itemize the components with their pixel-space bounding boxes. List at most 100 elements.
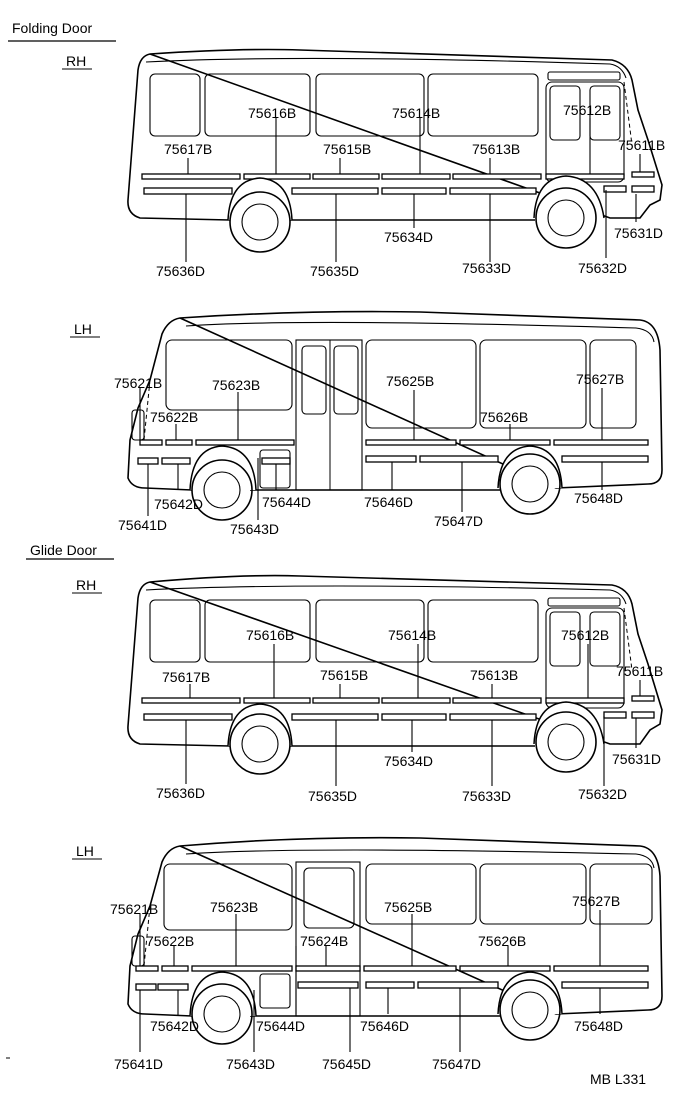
moulding-strip <box>141 697 241 704</box>
part-label: 75634D <box>384 229 433 245</box>
wheel-arch <box>497 971 563 1015</box>
part-label: 75648D <box>574 490 623 506</box>
protector-strip <box>365 455 417 463</box>
moulding-strip <box>165 439 193 446</box>
part-label: 75633D <box>462 260 511 276</box>
part-label: 75641D <box>114 1056 163 1072</box>
moulding-strip <box>452 697 542 704</box>
window <box>204 73 311 137</box>
protector-strip <box>261 457 291 465</box>
window <box>165 339 293 411</box>
door-window <box>333 345 359 415</box>
part-label: 75632D <box>578 260 627 276</box>
front-pillar <box>623 607 633 671</box>
front-pillar <box>143 379 151 441</box>
section-title-glide-door: Glide Door <box>30 542 97 558</box>
protector-strip <box>137 457 159 465</box>
window <box>479 863 587 925</box>
wheel <box>535 187 597 249</box>
protector-strip <box>291 713 379 721</box>
part-label: 75627B <box>572 893 620 909</box>
moulding-strip <box>545 173 625 180</box>
moulding-strip <box>141 173 241 180</box>
wheel <box>499 979 561 1041</box>
protector-strip <box>381 187 447 195</box>
part-label: 75624B <box>300 933 348 949</box>
moulding-strip <box>452 173 542 180</box>
part-label: 75623B <box>210 899 258 915</box>
part-label: 75614B <box>388 627 436 643</box>
protector-strip <box>449 713 537 721</box>
wheel <box>191 459 253 521</box>
view-glide-door-rh: RH <box>72 574 663 804</box>
moulding-strip <box>459 965 551 972</box>
part-label: 75636D <box>156 785 205 801</box>
part-label: 75626B <box>480 409 528 425</box>
window <box>149 599 201 663</box>
part-label: 75631D <box>612 751 661 767</box>
moulding-strip <box>243 697 311 704</box>
door-window <box>589 85 621 141</box>
part-label: 75613B <box>472 141 520 157</box>
front-pillar <box>143 905 151 967</box>
door-frame <box>545 607 625 709</box>
part-label: 75617B <box>164 141 212 157</box>
wheel-hub <box>547 723 585 761</box>
part-label: 75612B <box>563 102 611 118</box>
protector-strip <box>143 713 233 721</box>
view-glide-door-lh: LH <box>72 836 663 1072</box>
part-label: 75633D <box>462 788 511 804</box>
part-label: 75646D <box>360 1018 409 1034</box>
part-label: 75643D <box>230 521 279 537</box>
moulding-strip <box>243 173 311 180</box>
part-label: 75635D <box>310 263 359 279</box>
wheel-arch <box>533 701 605 745</box>
moulding-strip <box>191 965 293 972</box>
protector-strip <box>135 983 157 991</box>
window <box>365 863 477 925</box>
window <box>204 599 311 663</box>
part-label: 75625B <box>386 373 434 389</box>
roof-line <box>185 849 655 869</box>
part-label: 75623B <box>212 377 260 393</box>
part-label: 75634D <box>384 753 433 769</box>
window <box>427 73 539 137</box>
part-label: 75642D <box>150 1018 199 1034</box>
window <box>315 599 425 663</box>
wheel <box>229 191 291 253</box>
wheel <box>499 453 561 515</box>
moulding-strip <box>161 965 189 972</box>
part-label: 75622B <box>146 933 194 949</box>
step-box <box>259 973 291 1009</box>
window <box>589 339 637 429</box>
part-label: 75622B <box>150 409 198 425</box>
side-label-rh: RH <box>66 53 86 69</box>
wheel-hub <box>241 725 279 763</box>
part-label: 75616B <box>248 105 296 121</box>
moulding-strip <box>553 965 649 972</box>
protector-strip <box>365 981 415 989</box>
protector-strip <box>143 187 233 195</box>
door-window <box>301 345 327 415</box>
wheel-arch <box>227 177 293 221</box>
roof-line <box>145 57 627 79</box>
part-label: 75611B <box>616 663 663 679</box>
protector-strip <box>603 711 627 719</box>
view-folding-door-rh: RH <box>62 48 665 279</box>
diagram-code: MB L331 <box>590 1071 646 1087</box>
part-label: 75615B <box>323 141 371 157</box>
part-label: 75644D <box>262 494 311 510</box>
roof-line <box>145 585 627 605</box>
window <box>365 339 477 429</box>
moulding-strip <box>365 439 457 446</box>
part-label: 75647D <box>432 1056 481 1072</box>
part-label: 75646D <box>364 494 413 510</box>
window <box>479 339 587 429</box>
part-label: 75632D <box>578 786 627 802</box>
window <box>149 73 201 137</box>
part-label: 75648D <box>574 1018 623 1034</box>
part-label: 75614B <box>392 105 440 121</box>
door-window <box>589 611 621 667</box>
protector-strip <box>561 981 649 989</box>
part-label: 75626B <box>478 933 526 949</box>
